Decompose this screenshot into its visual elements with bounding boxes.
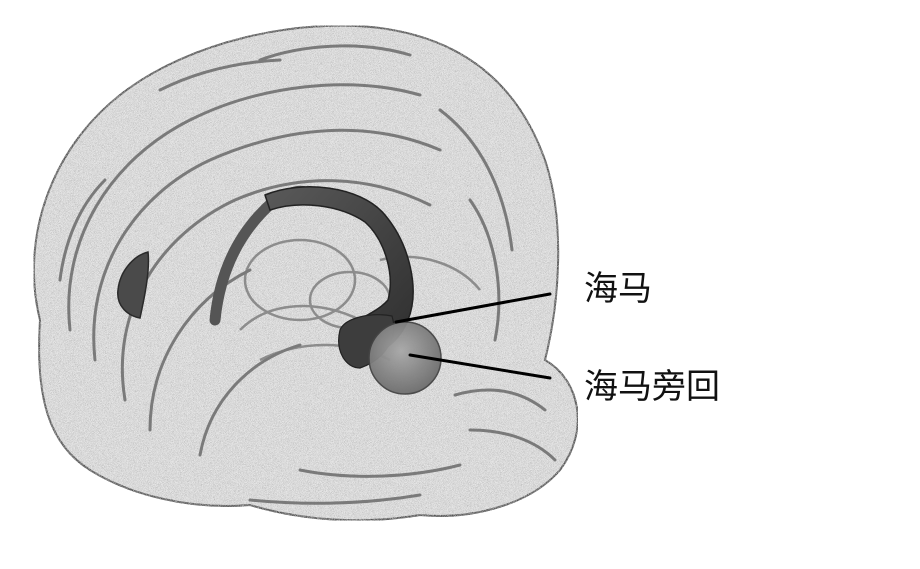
leader-line-parahippocampal <box>408 353 552 380</box>
leader-lines <box>394 292 552 380</box>
label-hippocampus: 海马 <box>584 269 652 309</box>
gyri-sketch <box>58 44 557 505</box>
parahippocampal-marker <box>368 321 442 395</box>
label-parahippocampal-gyrus: 海马旁回 <box>584 367 720 407</box>
brain-outline <box>33 24 579 522</box>
left-small-structure <box>117 251 150 319</box>
leader-line-hippocampus <box>394 292 552 324</box>
